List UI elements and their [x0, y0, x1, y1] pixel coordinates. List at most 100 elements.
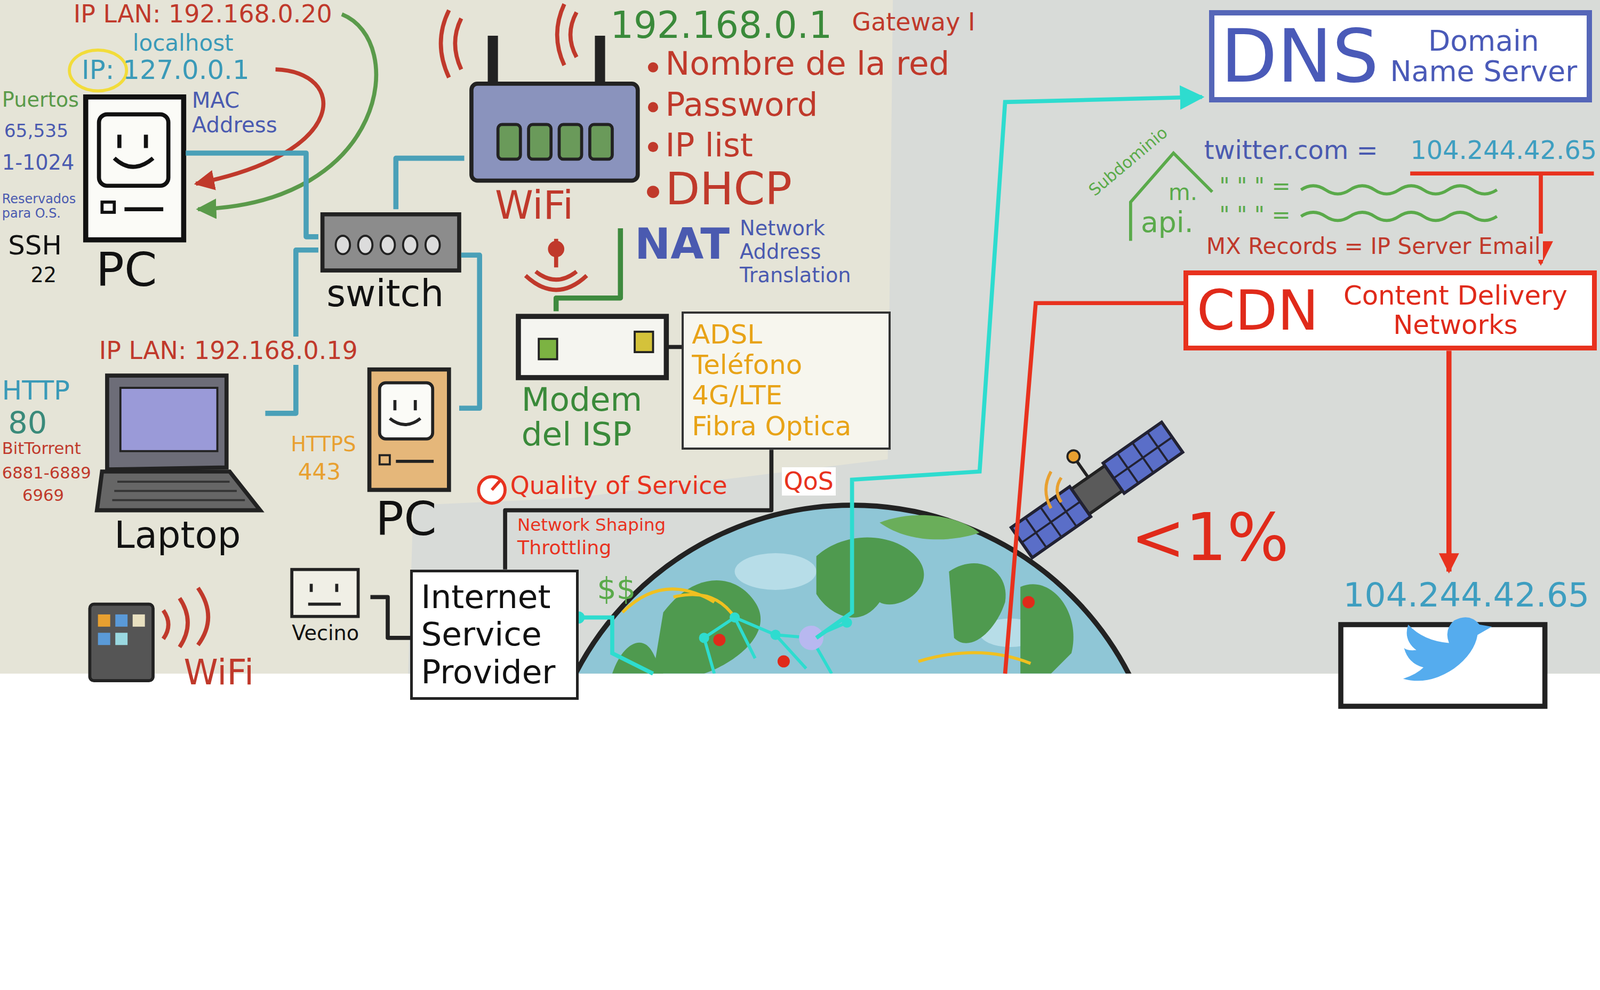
globe — [699, 632, 710, 643]
annotation: HTTP — [2, 375, 70, 406]
globe — [622, 588, 1031, 663]
pc-icon — [119, 134, 147, 149]
annotation: QoS — [781, 467, 836, 496]
isp-box: Internet Service Provider — [410, 569, 579, 700]
wires — [648, 141, 659, 152]
pc-icon — [379, 454, 390, 464]
pc-icon — [369, 369, 450, 491]
annotation: 65,535 — [4, 120, 69, 142]
node-label: Content Delivery Networks — [1326, 281, 1584, 340]
switch-icon — [358, 235, 373, 254]
router-icon — [558, 124, 582, 159]
wifi-symbol — [547, 241, 565, 258]
node-label: Laptop — [101, 514, 266, 557]
annotation: IP: 127.0.0.1 — [81, 54, 250, 86]
node-label: 4G/LTE — [691, 380, 881, 411]
neighbour-icon — [291, 569, 358, 617]
modem-node: Modem del ISP — [515, 311, 669, 452]
node-label: switch — [318, 272, 462, 315]
pc-icon — [394, 400, 415, 411]
switch-node: switch — [318, 209, 462, 315]
satellite — [1065, 448, 1083, 466]
globe — [713, 633, 726, 646]
annotation: 6881-6889 — [2, 463, 92, 483]
globe — [729, 612, 740, 623]
wires — [648, 101, 659, 112]
globe — [1020, 584, 1074, 674]
annotation: Quality of Service — [510, 471, 728, 500]
node-label: Teléfono — [691, 349, 881, 381]
annotation: HTTPS — [290, 432, 356, 456]
connector — [265, 250, 319, 414]
tablet-icon — [89, 604, 154, 682]
satellite — [1102, 421, 1183, 493]
annotation: BitTorrent — [2, 438, 82, 458]
annotation: <1% — [1130, 500, 1290, 576]
laptop-icon — [120, 387, 218, 452]
connector — [668, 345, 682, 350]
annotation: Network Address Translation — [739, 216, 878, 287]
switch-icon — [425, 235, 440, 254]
switch-icon — [380, 235, 396, 254]
connector — [1446, 350, 1452, 572]
dns-box: DNSDomain Name Server — [1209, 10, 1592, 103]
router-icon — [441, 4, 638, 181]
annotation: 104.244.42.65 — [1410, 135, 1597, 165]
globe — [770, 629, 781, 640]
globe — [816, 537, 925, 618]
annotation: 6969 — [22, 485, 64, 505]
annotation: Network Shaping — [517, 515, 666, 535]
annotation: IP LAN: 192.168.0.20 — [73, 0, 333, 29]
annotation: IP list — [665, 126, 753, 164]
annotation: IP LAN: 192.168.0.19 — [97, 336, 360, 365]
neighbour-icon — [308, 583, 341, 604]
globe — [652, 580, 761, 674]
router-node: WiFi — [464, 28, 644, 229]
wires — [1005, 302, 1184, 674]
pc-node: PC — [367, 367, 460, 547]
connector — [505, 449, 772, 570]
connection-types-box: ADSLTeléfono4G/LTEFibra Optica — [681, 311, 891, 451]
pc-icon — [395, 459, 434, 463]
annotation: " " " = — [1219, 173, 1291, 199]
annotation: Puertos — [2, 88, 79, 112]
globe — [948, 563, 1006, 644]
annotation: 443 — [298, 459, 341, 485]
annotation: SSH — [8, 230, 62, 261]
server-node: 104.244.42.65 — [1334, 571, 1599, 700]
wires — [648, 62, 659, 73]
wires — [491, 480, 500, 490]
annotation: DHCP — [665, 163, 792, 215]
wires — [1300, 185, 1497, 221]
pc-icon — [369, 369, 450, 491]
connector — [185, 153, 319, 237]
laptop-node: Laptop — [101, 369, 266, 557]
annotation: Reservados para O.S. — [2, 192, 82, 222]
tablet-icon — [98, 632, 111, 645]
node-label: 104.244.42.65 — [1334, 575, 1599, 615]
switch-icon — [403, 235, 418, 254]
pc-icon — [114, 158, 154, 167]
modem-icon — [634, 331, 653, 352]
router-icon — [471, 83, 638, 181]
tablet-icon — [132, 614, 146, 627]
pc-node: PC — [83, 91, 186, 297]
node-label: WiFi — [464, 183, 644, 229]
pc-icon — [379, 382, 433, 439]
annotation: localhost — [132, 30, 234, 56]
node-label: CDN — [1196, 283, 1319, 339]
node-label: Modem del ISP — [515, 382, 669, 452]
wires — [578, 617, 654, 674]
annotation: " " " = — [1219, 202, 1291, 228]
pc-icon — [101, 202, 115, 213]
pc-icon — [99, 114, 169, 186]
annotation: Throttling — [517, 536, 612, 559]
switch-icon — [335, 235, 350, 254]
node-label: Internet Service Provider — [420, 578, 568, 691]
wires — [1130, 153, 1213, 242]
connector — [370, 596, 411, 638]
annotation: Password — [665, 85, 818, 124]
annotation: Nombre de la red — [665, 44, 950, 83]
globe — [777, 654, 790, 668]
